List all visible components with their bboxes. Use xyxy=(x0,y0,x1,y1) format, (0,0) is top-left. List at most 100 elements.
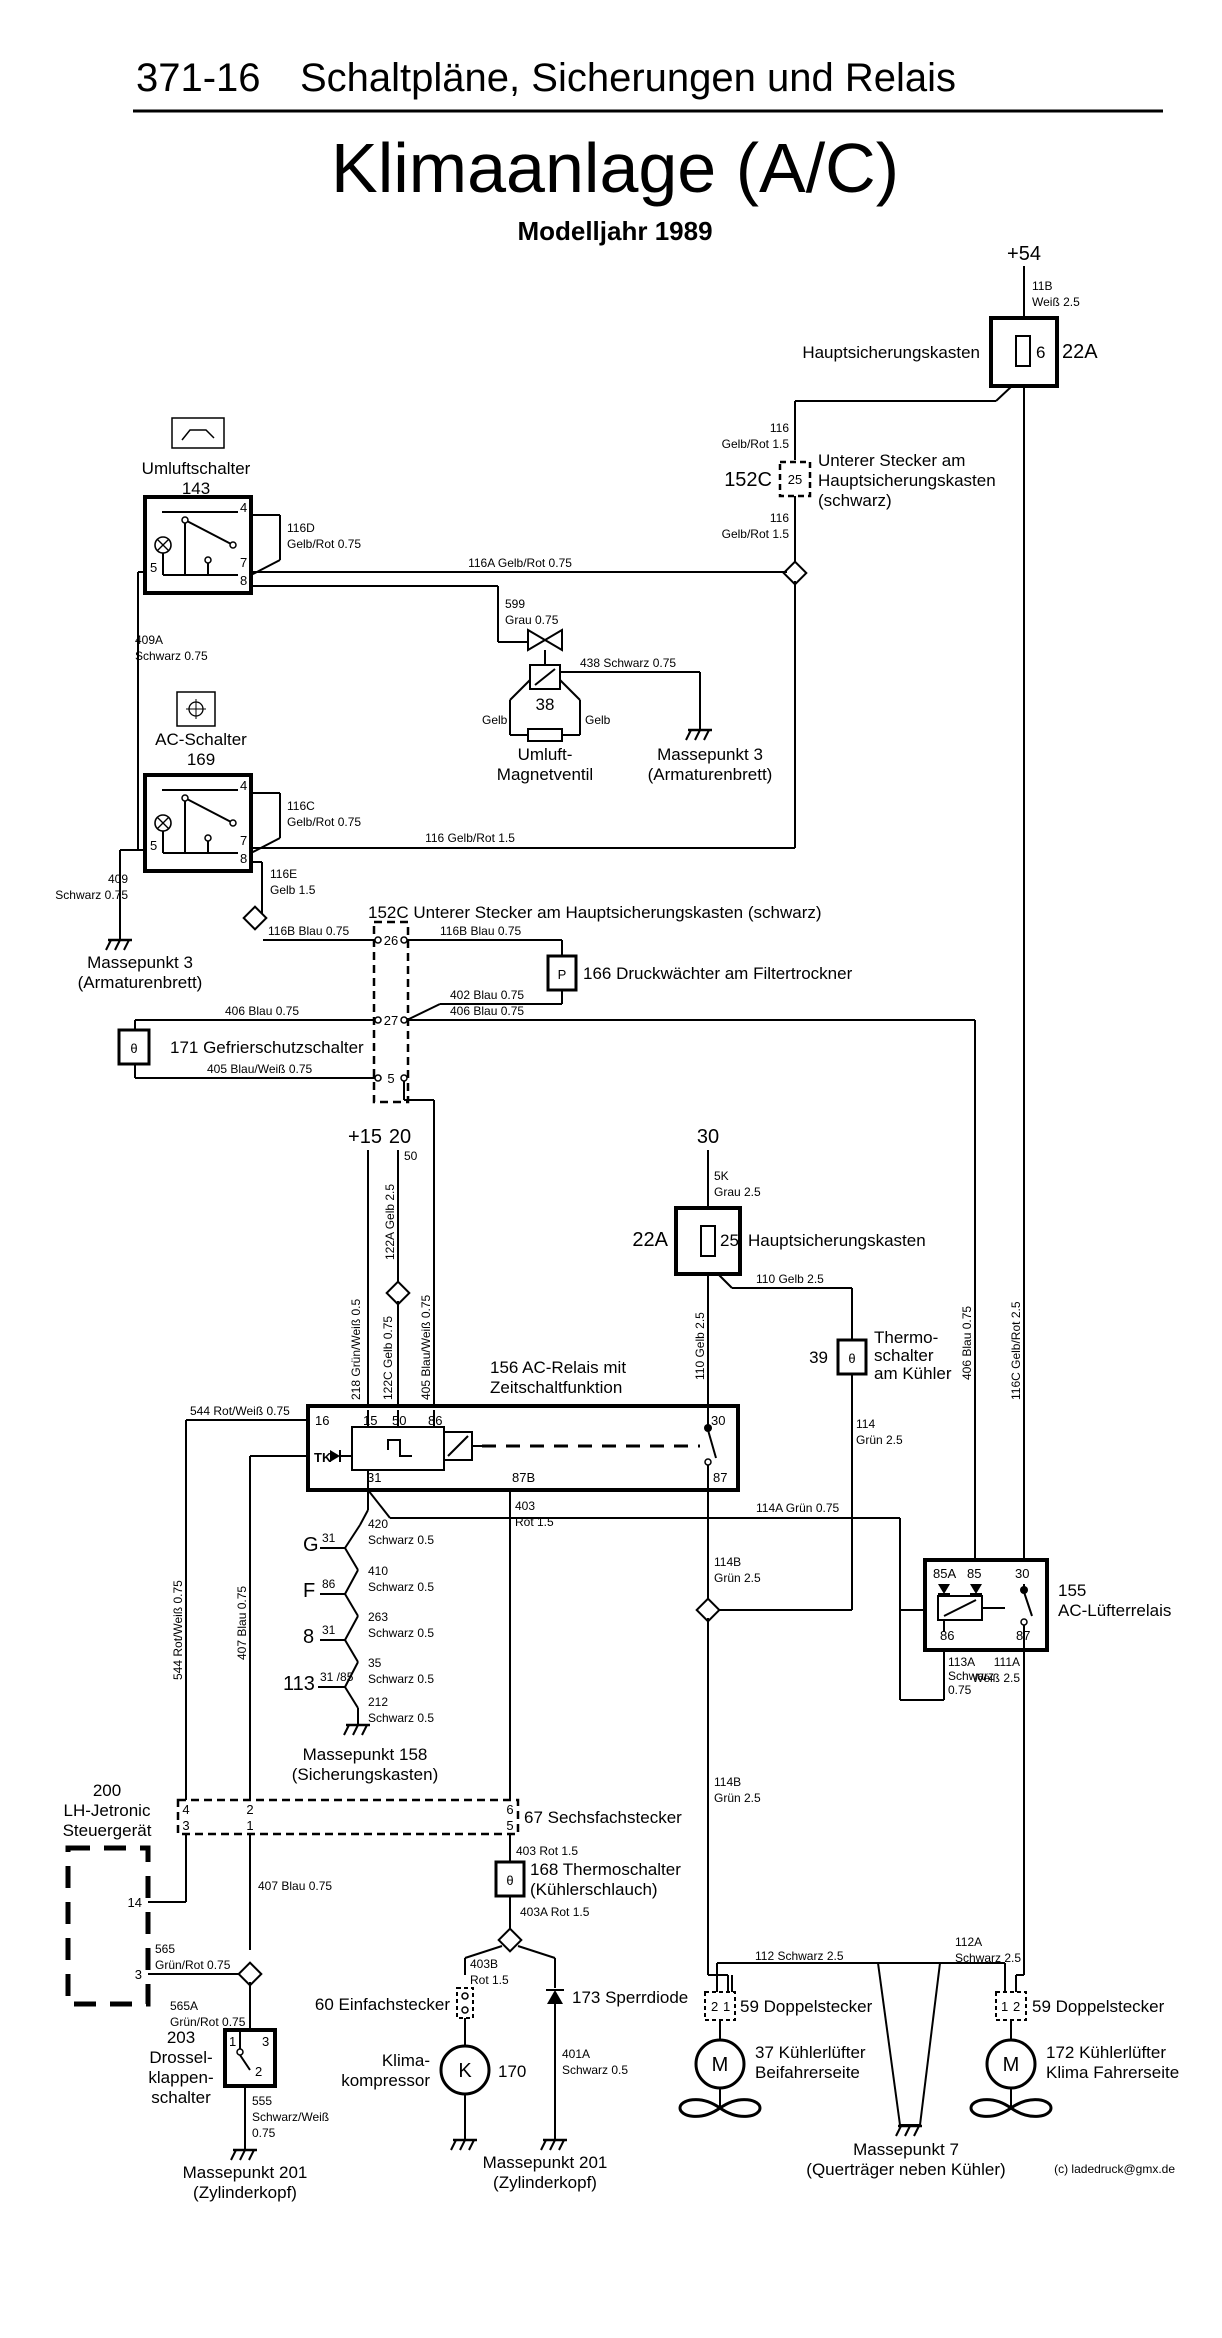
thermo-168-symbol: θ xyxy=(506,1873,513,1888)
wire-403: 403 xyxy=(515,1499,535,1513)
wire-116c-color: Gelb/Rot 0.75 xyxy=(287,815,361,829)
terminal-50: 50 xyxy=(404,1149,418,1163)
fuse-box-mid: 30 5K Grau 2.5 25 22A Hauptsicherungskas… xyxy=(632,1126,926,1410)
six-pin-1: 1 xyxy=(246,1818,253,1833)
connector-60-label: 60 Einfachstecker xyxy=(315,1995,450,2014)
ground-3-mid-sub: (Armaturenbrett) xyxy=(648,765,773,784)
ground-201-mid-label: Massepunkt 201 xyxy=(483,2153,608,2172)
fan-passenger-motor: M xyxy=(712,2054,729,2076)
fuse-box-top: +54 11B Weiß 2.5 6 22A Hauptsicherungska… xyxy=(794,243,1098,1610)
wire-114: 114 xyxy=(856,1417,875,1431)
fan-driver-pin2: 2 xyxy=(1013,1999,1020,2014)
terminal-30: 30 xyxy=(697,1126,719,1148)
pressure-switch-symbol: P xyxy=(558,967,567,982)
fan-relay-number: 155 xyxy=(1058,1581,1086,1600)
switch-ground-wires: 409A Schwarz 0.75 xyxy=(135,571,208,851)
ladder-wire-212-color: Schwarz 0.5 xyxy=(368,1711,434,1725)
thermo-39-label-2: schalter xyxy=(874,1346,934,1365)
wire-116-bottom: 116 xyxy=(770,511,789,525)
lh-jetronic-number: 200 xyxy=(93,1781,121,1800)
ladder-wire-420: 420 xyxy=(368,1517,388,1531)
wire-544: 544 Rot/Weiß 0.75 xyxy=(190,1404,290,1418)
connector-152c-small: 116 Gelb/Rot 1.5 25 152C Unterer Stecker… xyxy=(722,421,996,848)
fuse-box-mid-label: Hauptsicherungskasten xyxy=(748,1231,926,1250)
wire-116c: 116C xyxy=(287,799,315,813)
wire-409: 409 xyxy=(108,872,128,886)
ladder-wire-212: 212 xyxy=(368,1695,388,1709)
wire-114-color: Grün 2.5 xyxy=(856,1433,903,1447)
six-pin-2: 2 xyxy=(246,1802,253,1817)
wire-116b-right: 116B Blau 0.75 xyxy=(440,924,522,938)
six-connector: 4 3 2 1 6 5 67 Sechsfachstecker 407 Blau… xyxy=(148,1798,682,1950)
wire-409a: 409A xyxy=(135,633,163,647)
ac-pin7: 7 xyxy=(240,833,247,848)
thermo-39-number: 39 xyxy=(809,1348,828,1367)
lh-jetronic-label: LH-Jetronic xyxy=(64,1801,151,1820)
relay-pin30: 30 xyxy=(711,1413,725,1428)
thermo-switch-39: θ 39 Thermo- schalter am Kühler 114 Grün… xyxy=(718,1328,952,1611)
page-title: Klimaanlage (A/C) xyxy=(331,129,899,207)
wire-110: 110 Gelb 2.5 xyxy=(756,1272,824,1286)
ground-3-left-label: Massepunkt 3 xyxy=(87,953,193,972)
wire-116c-vert: 116C Gelb/Rot 2.5 xyxy=(1009,1301,1023,1400)
lh-jetronic-label-2: Steuergerät xyxy=(63,1821,152,1840)
wire-116a: 116A Gelb/Rot 0.75 xyxy=(468,556,572,570)
wire-113a-color-1: Schwarz xyxy=(948,1669,994,1683)
wire-112: 112 Schwarz 2.5 xyxy=(755,1949,844,1963)
ladder-pin-31-8: 31 xyxy=(322,1623,336,1637)
umluft-pin8: 8 xyxy=(240,573,247,588)
fan-relay-pin85a: 85A xyxy=(933,1566,956,1581)
throttle-switch: 565A Grün/Rot 0.75 1 3 2 203 Drossel- kl… xyxy=(148,1961,329,2202)
umluft-pin4: 4 xyxy=(240,500,247,515)
ground-3-mid-label: Massepunkt 3 xyxy=(657,745,763,764)
fuse-box-top-label: Hauptsicherungskasten xyxy=(802,343,980,362)
throttle-pin1: 1 xyxy=(229,2034,236,2049)
wire-565: 565 xyxy=(155,1942,175,1956)
wire-406-vert: 406 Blau 0.75 xyxy=(960,1306,974,1380)
pin-25: 25 xyxy=(788,472,802,487)
lh-jetronic: 200 LH-Jetronic Steuergerät 14 3 565 Grü… xyxy=(63,1781,250,2007)
ladder-pin-31-g: 31 xyxy=(322,1531,336,1545)
wire-114b: 114B xyxy=(714,1555,741,1569)
wire-555-color-2: 0.75 xyxy=(252,2126,276,2140)
connector-152c-label-1: Unterer Stecker am xyxy=(818,451,965,470)
wire-544-vert: 544 Rot/Weiß 0.75 xyxy=(171,1580,185,1680)
compressor-section: θ 168 Thermoschalter (Kühlerschlauch) 40… xyxy=(315,1860,688,2192)
wire-11b-color: Weiß 2.5 xyxy=(1032,295,1080,309)
lh-pin3: 3 xyxy=(135,1967,142,1982)
six-connector-label: 67 Sechsfachstecker xyxy=(524,1808,682,1827)
wire-5k-color: Grau 2.5 xyxy=(714,1185,761,1199)
wire-111a-color: Weiß 2.5 xyxy=(972,1671,1020,1685)
wire-11b: 11B xyxy=(1032,279,1052,293)
terminal-20: 20 xyxy=(389,1126,411,1148)
wire-565-color: Grün/Rot 0.75 xyxy=(155,1958,231,1972)
relay-pin-tk: TK xyxy=(314,1450,332,1465)
compressor-label-1: Klima- xyxy=(382,2051,430,2070)
wire-116d: 116D xyxy=(287,521,315,535)
fuse-25-number: 25 xyxy=(720,1231,739,1250)
fan-relay-pin30: 30 xyxy=(1015,1566,1029,1581)
wire-403-color: Rot 1.5 xyxy=(515,1515,554,1529)
ladder-letter-113: 113 xyxy=(283,1673,315,1695)
ladder-wire-35: 35 xyxy=(368,1656,382,1670)
throttle-label-3: schalter xyxy=(151,2088,211,2107)
terminals-15-20: +15 20 50 122A Gelb 2.5 218 Grün/Weiß 0.… xyxy=(348,1126,433,1410)
section-title: Schaltpläne, Sicherungen und Relais xyxy=(300,56,956,100)
wire-114b-low: 114B xyxy=(714,1775,741,1789)
fan-passenger: 112 Schwarz 2.5 2 1 59 Doppelstecker M 3… xyxy=(678,1949,878,2118)
ground-158-label: Massepunkt 158 xyxy=(303,1745,428,1764)
frost-switch-symbol: θ xyxy=(130,1041,137,1056)
fuse-25-rating: 22A xyxy=(632,1229,668,1251)
umluft-pin5: 5 xyxy=(150,560,157,575)
fuse-6-number: 6 xyxy=(1036,343,1045,362)
fan-passenger-pin2: 2 xyxy=(711,1999,718,2014)
wire-406-left: 406 Blau 0.75 xyxy=(225,1004,299,1018)
magnet-valve: 599 Grau 0.75 38 Gelb Gelb Umluft- Magne… xyxy=(482,597,772,784)
umluft-switch-number: 143 xyxy=(182,479,210,498)
relay-pin50: 50 xyxy=(392,1413,406,1428)
relay-pin86: 86 xyxy=(428,1413,442,1428)
connector-152c-big: 152C Unterer Stecker am Hauptsicherungsk… xyxy=(117,903,976,1560)
throttle-number: 203 xyxy=(167,2028,195,2047)
wire-407: 407 Blau 0.75 xyxy=(235,1586,249,1660)
ladder-wire-35-color: Schwarz 0.5 xyxy=(368,1672,434,1686)
